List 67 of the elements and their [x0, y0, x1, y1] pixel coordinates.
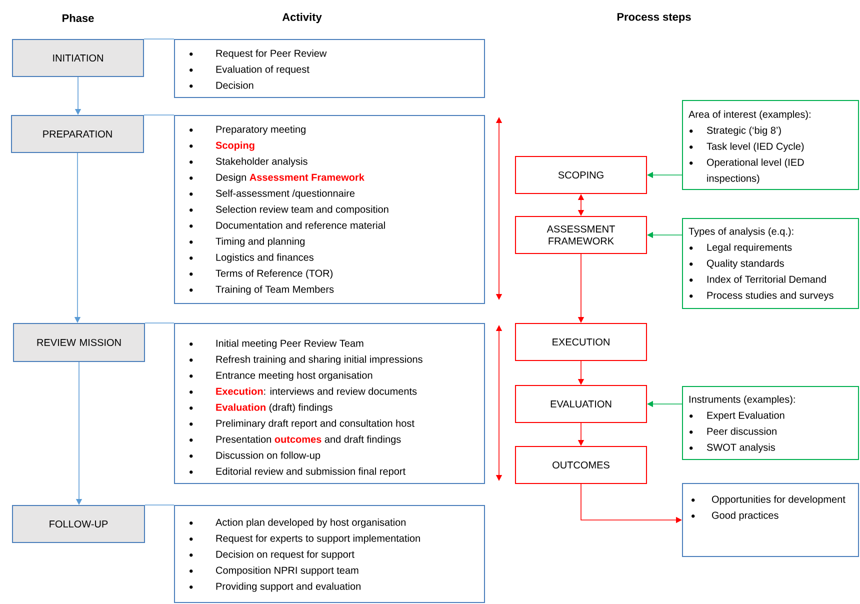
note-box — [682, 218, 859, 309]
phase-box: FOLLOW-UP — [12, 505, 145, 543]
note-box — [682, 100, 859, 190]
list-item: Operational level (IED inspections) — [690, 158, 804, 184]
list-item: Documentation and reference material — [190, 222, 385, 229]
column-heading: Activity — [282, 12, 322, 24]
list-item: Presentation outcomes and draft findings — [190, 436, 401, 445]
list-item: Process studies and surveys — [690, 292, 834, 301]
process-box: OUTCOMES — [515, 446, 647, 484]
activity-box — [174, 39, 485, 98]
list-item: Stakeholder analysis — [190, 158, 308, 167]
list-item: Entrance meeting host organisation — [190, 372, 372, 381]
connector-line — [144, 114, 174, 116]
list-item: Task level (IED Cycle) — [690, 142, 804, 152]
list-item: Selection review team and composition — [190, 206, 388, 215]
list-item: Scoping — [190, 142, 254, 151]
connector-line — [144, 322, 174, 324]
list-item: Expert Evaluation — [690, 412, 784, 421]
list-item: Evaluation of request — [190, 66, 310, 75]
list-item: Preliminary draft report and consultation host — [190, 420, 414, 429]
list-item: Request for Peer Review — [190, 50, 327, 59]
list-item: Decision on request for support — [190, 550, 354, 560]
list-item: Composition NPRI support team — [190, 566, 358, 576]
note-box — [682, 386, 859, 460]
activity-box — [174, 323, 485, 484]
list-item: Preparatory meeting — [190, 126, 306, 135]
list-item: Execution: interviews and review documents — [190, 388, 417, 395]
connector-line — [144, 38, 174, 40]
note-heading: Types of analysis (e.q.): — [688, 228, 794, 237]
list-item: Discussion on follow-up — [190, 452, 320, 461]
process-box: EVALUATION — [515, 385, 647, 423]
column-heading: Phase — [62, 14, 94, 22]
list-item: Quality standards — [690, 260, 784, 269]
list-item: Editorial review and submission final report — [190, 468, 406, 477]
list-item: Opportunities for development — [692, 496, 846, 505]
list-item: Evaluation (draft) findings — [190, 404, 332, 413]
list-item: Action plan developed by host organisation — [190, 518, 406, 528]
column-heading: Process steps — [617, 13, 691, 23]
list-item: Self-assessment /questionnaire — [190, 190, 355, 199]
list-item: Timing and planning — [190, 238, 305, 247]
process-box: EXECUTION — [515, 323, 647, 361]
list-item: Logistics and finances — [190, 254, 314, 263]
note-heading: Instruments (examples): — [689, 396, 795, 405]
list-item: Initial meeting Peer Review Team — [190, 340, 364, 349]
process-box: SCOPING — [515, 156, 647, 194]
list-item: Index of Territorial Demand — [690, 276, 826, 283]
activity-box — [174, 115, 485, 304]
phase-box: INITIATION — [12, 39, 144, 77]
activity-box — [174, 505, 485, 603]
list-item: Decision — [190, 82, 254, 89]
phase-box: REVIEW MISSION — [13, 323, 145, 362]
list-item: SWOT analysis — [690, 444, 776, 453]
list-item: Refresh training and sharing initial impressions — [190, 356, 422, 365]
list-item: Request for experts to support implementation — [190, 534, 420, 544]
list-item: Providing support and evaluation — [190, 582, 360, 592]
list-item: Strategic (‘big 8’) — [690, 126, 781, 136]
outcome-box — [682, 483, 859, 557]
note-heading: Area of interest (examples): — [688, 110, 810, 120]
list-item: Design Assessment Framework — [190, 174, 364, 183]
connector-line — [144, 504, 174, 506]
list-item: Legal requirements — [690, 244, 792, 253]
phase-box: PREPARATION — [11, 115, 144, 153]
list-item: Terms of Reference (TOR) — [190, 270, 332, 279]
list-item: Peer discussion — [690, 428, 776, 435]
process-box: ASSESSMENT FRAMEWORK — [515, 216, 647, 254]
list-item: Training of Team Members — [190, 286, 334, 295]
list-item: Good practices — [692, 512, 778, 521]
